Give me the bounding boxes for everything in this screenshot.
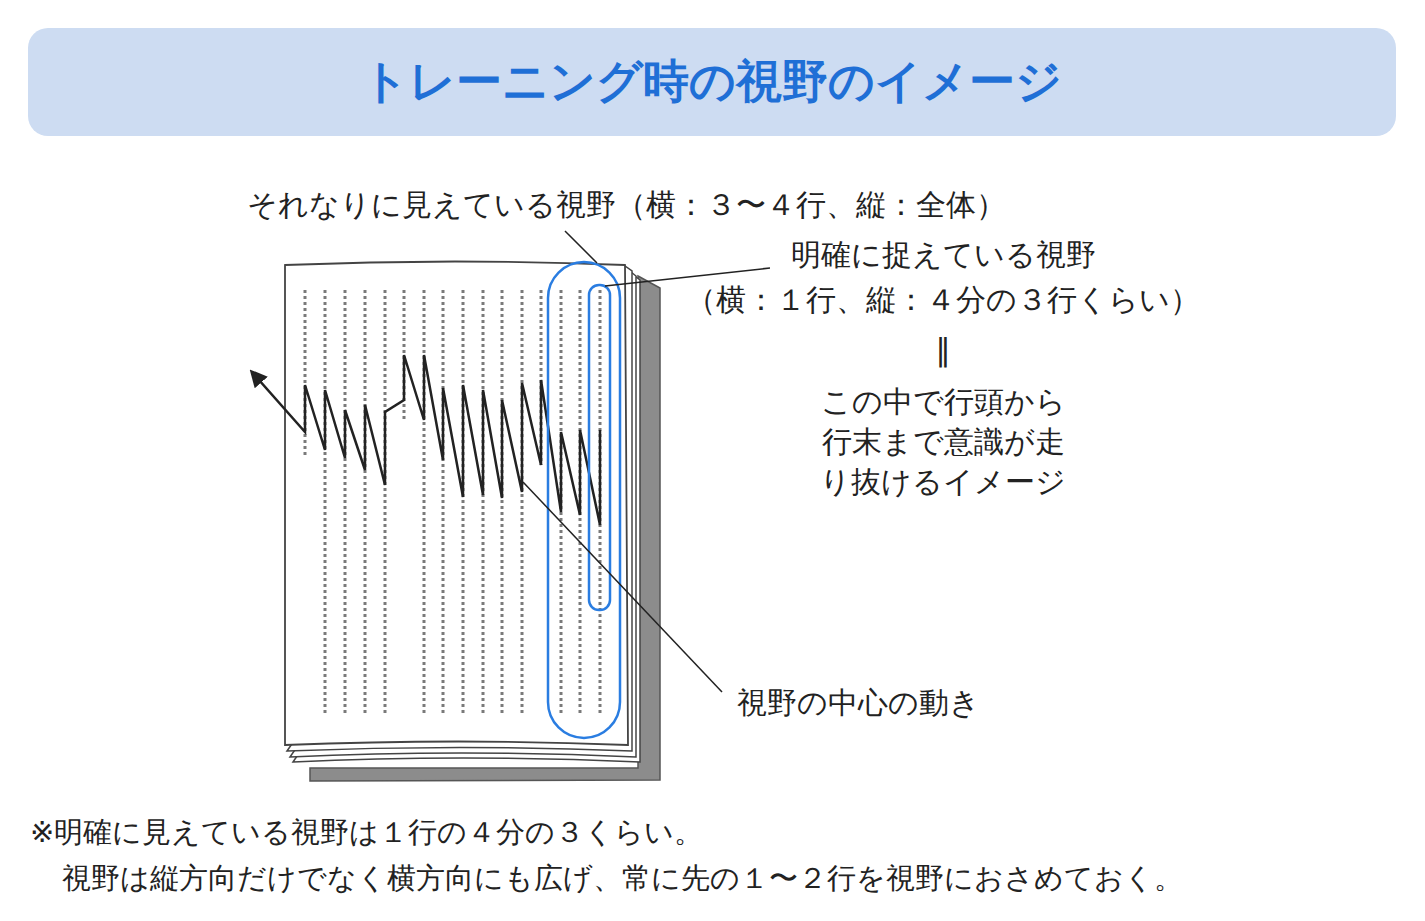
text-line	[521, 290, 524, 715]
clear-view-oval	[589, 285, 610, 610]
text-line	[324, 290, 327, 715]
note-text: 視野は縦方向だけでなく横方向にも広げ、常に先の１〜２行を視野におさめておく。	[62, 858, 1183, 898]
leader-line	[565, 231, 597, 263]
view-label: 明確に捉えている視野	[791, 235, 1096, 275]
explanation-text: この中で行頭から 行末まで意識が走 り抜けるイメージ	[812, 382, 1074, 502]
text-line	[344, 290, 347, 715]
note-text: ※明確に見えている視野は１行の４分の３くらい。	[30, 812, 703, 852]
title-text: トレーニング時の視野のイメージ	[362, 51, 1062, 113]
equals-mark: ‖	[936, 330, 951, 370]
text-columns	[305, 290, 600, 715]
text-line	[442, 290, 445, 715]
text-line	[501, 290, 504, 715]
wide-view-oval	[548, 262, 620, 738]
view-detail: （横：１行、縦：４分の３行くらい）	[686, 280, 1200, 320]
text-line	[364, 290, 367, 715]
text-line	[423, 290, 426, 715]
text-line	[482, 290, 485, 715]
gaze-label: 視野の中心の動き	[737, 683, 980, 723]
text-line	[384, 290, 387, 715]
text-line	[462, 290, 465, 715]
title-band: トレーニング時の視野のイメージ	[28, 28, 1396, 136]
leader-line	[523, 482, 722, 692]
view-label: それなりに見えている視野（横：３〜４行、縦：全体）	[247, 185, 1006, 225]
